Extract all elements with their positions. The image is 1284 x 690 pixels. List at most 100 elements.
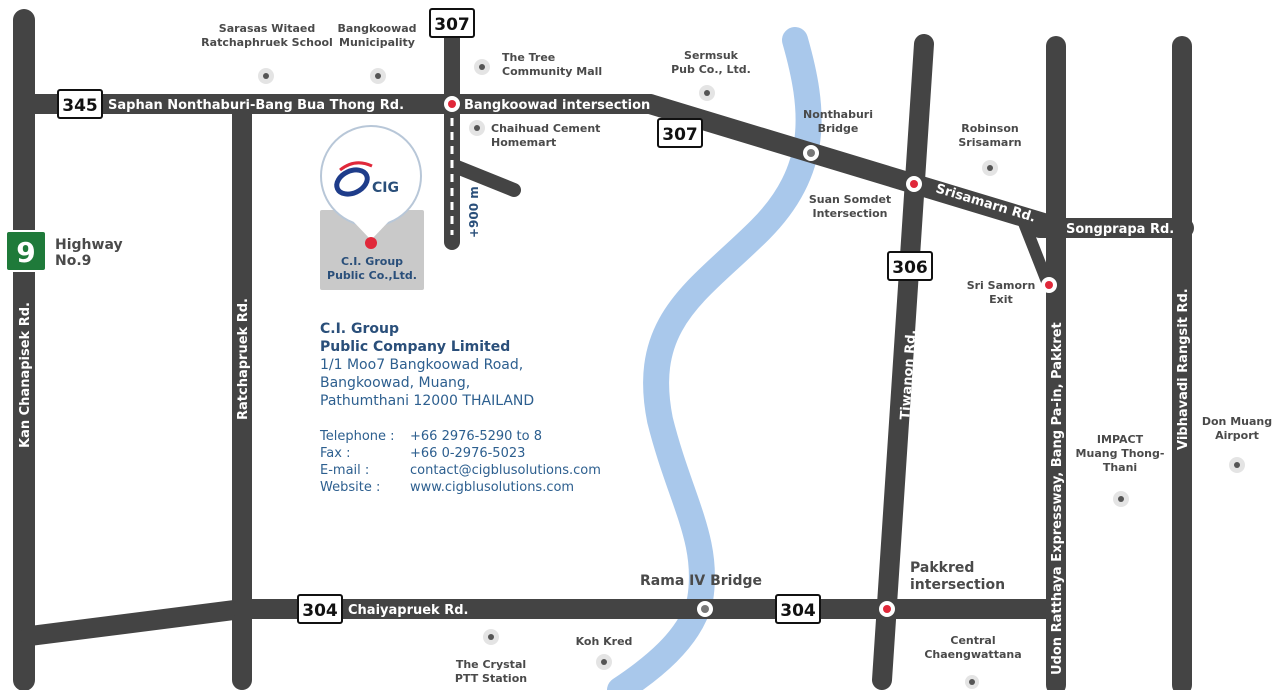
email-key: E-mail : xyxy=(320,463,370,478)
cig-pin-label-1: C.I. Group xyxy=(340,255,404,268)
bridge-marker-rama4 xyxy=(697,601,713,617)
svg-text:304: 304 xyxy=(302,601,338,621)
fax-value: +66 0-2976-5023 xyxy=(410,446,526,461)
address-line-3: Pathumthani 12000 THAILAND xyxy=(320,393,535,409)
place-robinson-2: Srisamarn xyxy=(958,136,1021,149)
poi-dot-bangkoowad-municipality xyxy=(370,68,386,84)
poi-dot-central xyxy=(965,675,979,689)
poi-dots xyxy=(258,59,1245,689)
poi-dot-koh-kred xyxy=(596,654,612,670)
place-impact-1: IMPACT xyxy=(1097,433,1144,446)
intersection-marker-bangkoowad xyxy=(444,96,460,112)
place-nonthaburi-bridge-1: Nonthaburi xyxy=(803,108,873,121)
poi-dot-sermsuk xyxy=(699,85,715,101)
place-crystal-2: PTT Station xyxy=(455,672,527,685)
cig-logo-swoosh-icon xyxy=(334,167,370,197)
svg-text:345: 345 xyxy=(62,96,98,116)
cig-pin-label: C.I. Group Public Co.,Ltd. xyxy=(320,255,424,283)
place-chaihuad-1: Chaihuad Cement xyxy=(491,122,600,135)
poi-dot-don-muang xyxy=(1229,457,1245,473)
place-rama4-bridge: Rama IV Bridge xyxy=(640,573,762,589)
songprapa-road-label: Songprapa Rd. xyxy=(1066,222,1174,237)
place-suan-somdet-2: Intersection xyxy=(812,207,887,220)
route-shield-345: 345 xyxy=(57,89,103,119)
place-bkw-municipality-1: Bangkoowad xyxy=(337,22,416,35)
chaiyapruek-road-label: Chaiyapruek Rd. xyxy=(348,603,469,618)
contact-list: Telephone : +66 2976-5290 to 8 Fax : +66… xyxy=(320,428,660,496)
route-shield-304-west: 304 xyxy=(297,594,343,624)
address-line-1: 1/1 Moo7 Bangkoowad Road, xyxy=(320,357,524,373)
svg-text:304: 304 xyxy=(780,601,816,621)
poi-dot-crystal xyxy=(483,629,499,645)
place-don-muang-1: Don Muang xyxy=(1202,415,1272,428)
company-name-1: C.I. Group xyxy=(320,321,399,337)
place-sarasas-1: Sarasas Witaed xyxy=(219,22,315,35)
place-suan-somdet-1: Suan Somdet xyxy=(809,193,891,206)
poi-dot-the-tree xyxy=(474,59,490,75)
highway-9-label-2: No.9 xyxy=(55,253,91,269)
place-sarasas-2: Ratchaphruek School xyxy=(201,36,333,49)
place-nonthaburi-bridge-2: Bridge xyxy=(818,122,859,135)
distance-label: +900 m xyxy=(467,186,481,238)
website-row: Website : www.cigblusolutions.com xyxy=(320,479,660,496)
route-shield-306: 306 xyxy=(887,251,933,281)
place-pakkred-1: Pakkred xyxy=(910,560,974,576)
poi-dot-sarasas xyxy=(258,68,274,84)
road-srisamarn xyxy=(640,94,1070,238)
highway-9-label-1: Highway xyxy=(55,237,123,253)
place-the-tree-2: Community Mall xyxy=(502,65,602,78)
place-sri-samorn-2: Exit xyxy=(989,293,1013,306)
fax-key: Fax : xyxy=(320,446,351,461)
svg-text:9: 9 xyxy=(16,236,35,269)
place-pakkred-2: intersection xyxy=(910,577,1005,593)
svg-text:307: 307 xyxy=(434,15,470,35)
place-sermsuk-2: Pub Co., Ltd. xyxy=(671,63,751,76)
place-impact-2: Muang Thong- xyxy=(1076,447,1165,460)
place-the-tree-1: The Tree xyxy=(502,51,555,64)
place-koh-kred: Koh Kred xyxy=(576,635,633,648)
cig-location-pin xyxy=(320,125,424,290)
company-name-2: Public Company Limited xyxy=(320,339,511,355)
place-robinson-1: Robinson xyxy=(961,122,1018,135)
place-central-2: Chaengwattana xyxy=(924,648,1021,661)
cig-logo-text: CIG xyxy=(372,180,399,196)
telephone-row: Telephone : +66 2976-5290 to 8 xyxy=(320,428,660,445)
intersection-marker-pakkred xyxy=(879,601,895,617)
road-branch xyxy=(445,158,521,197)
website-key: Website : xyxy=(320,480,381,495)
ratchapruek-road-label: Ratchapruek Rd. xyxy=(236,298,251,420)
tiwanon-road-label: Tiwanon Rd. xyxy=(898,329,919,420)
intersection-marker-sri-samorn xyxy=(1041,277,1057,293)
kan-chanapisek-road-label: Kan Chanapisek Rd. xyxy=(18,302,33,448)
telephone-key: Telephone : xyxy=(320,429,395,444)
telephone-value[interactable]: +66 2976-5290 to 8 xyxy=(410,429,543,444)
intersection-marker-suan-somdet xyxy=(906,176,922,192)
river xyxy=(607,27,822,690)
website-link[interactable]: www.cigblusolutions.com xyxy=(410,480,575,495)
route-shield-304-east: 304 xyxy=(775,594,821,624)
road-chaiyapruek-west xyxy=(20,599,252,646)
poi-dot-robinson xyxy=(982,160,998,176)
route-shield-307-east: 307 xyxy=(657,118,703,148)
poi-dot-impact xyxy=(1113,491,1129,507)
highway-9-shield: 9 xyxy=(5,230,47,272)
cig-pin-label-2: Public Co.,Ltd. xyxy=(327,269,417,282)
svg-text:307: 307 xyxy=(662,125,698,145)
svg-text:306: 306 xyxy=(892,258,928,278)
place-don-muang-2: Airport xyxy=(1215,429,1259,442)
email-row: E-mail : contact@cigblusolutions.com xyxy=(320,462,660,479)
bangkoowad-intersection-label: Bangkoowad intersection xyxy=(464,98,650,113)
place-central-1: Central xyxy=(950,634,995,647)
place-sri-samorn-1: Sri Samorn xyxy=(967,279,1036,292)
address-line-2: Bangkoowad, Muang, xyxy=(320,375,471,391)
place-bkw-municipality-2: Municipality xyxy=(339,36,415,49)
road-tiwanon xyxy=(872,34,934,690)
email-link[interactable]: contact@cigblusolutions.com xyxy=(410,463,601,478)
bridge-marker-nonthaburi xyxy=(803,145,819,161)
place-sermsuk-1: Sermsuk xyxy=(684,49,739,62)
road-exit-ramp xyxy=(1016,212,1054,290)
udon-road-label: Udon Ratthaya Expressway, Bang Pa-in, Pa… xyxy=(1050,322,1065,675)
place-impact-3: Thani xyxy=(1103,461,1137,474)
poi-dot-chaihuad xyxy=(469,120,485,136)
fax-row: Fax : +66 0-2976-5023 xyxy=(320,445,660,462)
